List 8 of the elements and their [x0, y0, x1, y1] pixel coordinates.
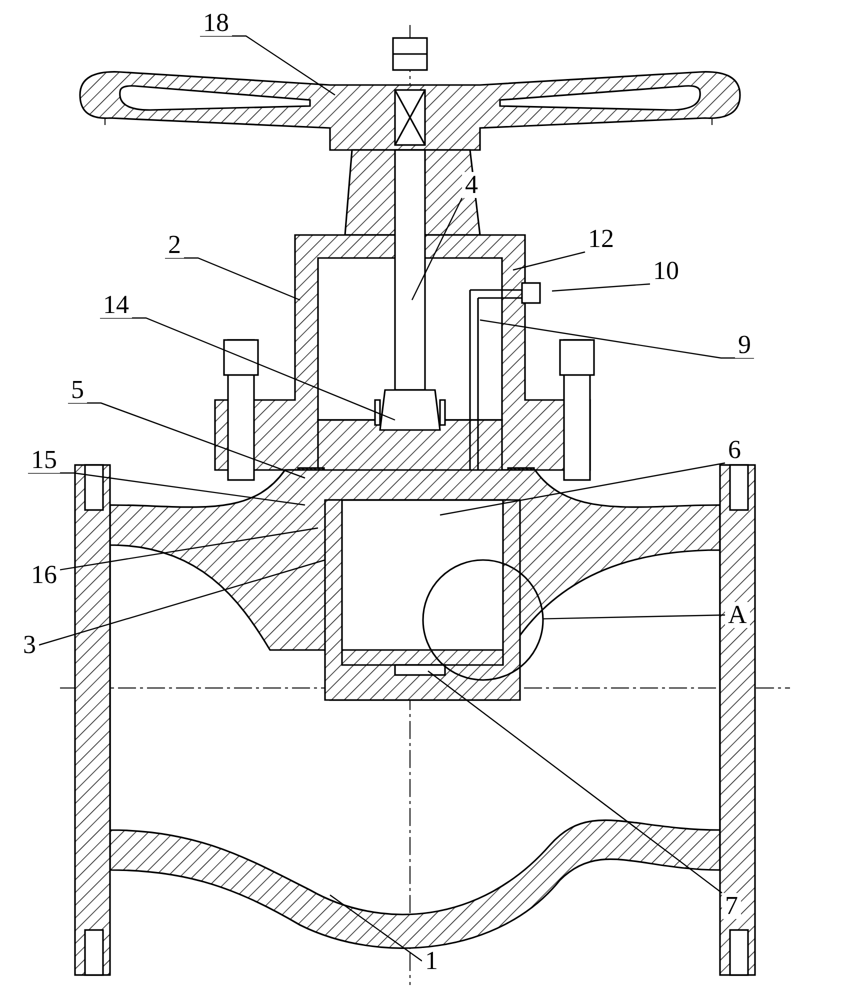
node-label: 5 [71, 375, 84, 404]
node-label: 6 [728, 435, 741, 464]
node-label: 1 [425, 946, 438, 975]
node-label: 2 [168, 230, 181, 259]
node-label: 3 [23, 630, 36, 659]
node-label: 9 [738, 330, 751, 359]
node-label: 4 [465, 170, 478, 199]
node-label: 7 [725, 891, 738, 920]
